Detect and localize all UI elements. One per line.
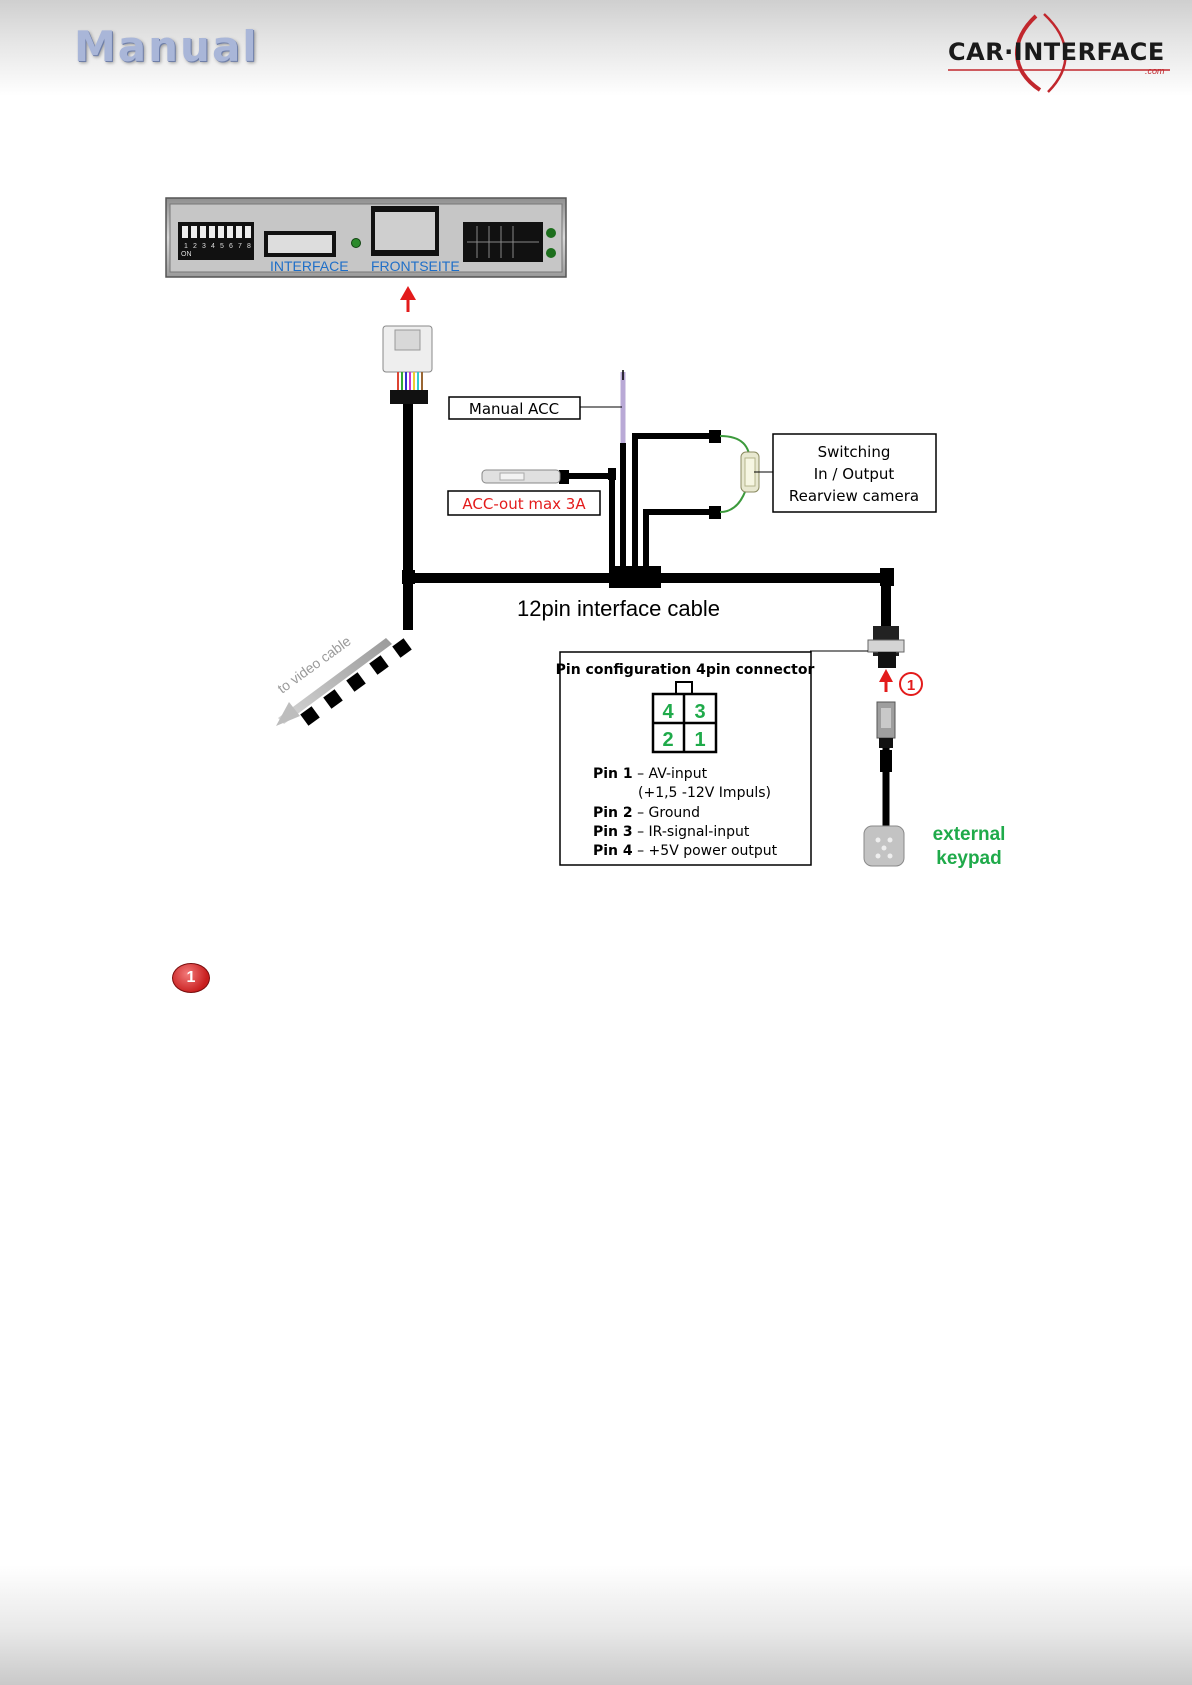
- pin-grid: 4 3 2 1: [651, 681, 718, 754]
- pin-number: 2: [662, 729, 673, 751]
- pin-row: (+1,5 -12V Impuls): [638, 785, 771, 801]
- external-label: external: [933, 824, 1006, 845]
- cable-label: 12pin interface cable: [517, 596, 720, 621]
- pin-desc: – +5V power output: [633, 843, 778, 859]
- logo-text: CAR·INTERFACE: [948, 38, 1165, 66]
- status-led: [351, 238, 361, 248]
- marker-number: 1: [907, 677, 915, 694]
- pin-name: Pin 1: [593, 766, 633, 782]
- footer-band: [0, 1565, 1192, 1685]
- interface-caption: INTERFACE: [270, 258, 349, 274]
- arrow-up-icon: [879, 669, 893, 692]
- logo-suffix: .com: [1145, 66, 1165, 76]
- pin-name: Pin 2: [593, 805, 633, 821]
- pin-number: 1: [694, 729, 705, 751]
- dip-number: 4: [211, 243, 215, 250]
- to-video-label: to video cable: [274, 633, 353, 697]
- keypad-icon: [863, 825, 905, 867]
- 4pin-connector: [867, 626, 905, 668]
- to-video-cable: to video cable: [274, 633, 412, 726]
- pin-name: Pin 4: [593, 843, 633, 859]
- pin-row: Pin 3 – IR-signal-input: [593, 824, 750, 840]
- pin-name: Pin 3: [593, 824, 633, 840]
- dip-number: 5: [220, 243, 224, 250]
- frontseite-caption: FRONTSEITE: [371, 258, 460, 274]
- dip-number: 1: [184, 243, 188, 250]
- logo-swoosh-icon: [948, 13, 1170, 93]
- switching-label-3: Rearview camera: [789, 487, 919, 505]
- page-title: Manual: [74, 22, 259, 71]
- dip-number: 3: [202, 243, 206, 250]
- interface-box: ON 2 3 4 5 6 7 8 1 INTERFACE FRONTSEITE: [165, 197, 567, 278]
- footnote-badge: 1: [172, 963, 210, 993]
- keypad-cable: [876, 701, 896, 832]
- 12pin-plug: [382, 325, 433, 404]
- keypad-label: keypad: [936, 848, 1001, 869]
- pin-number: 3: [694, 701, 705, 723]
- dip-switch: ON 2 3 4 5 6 7 8 1: [178, 222, 254, 260]
- acc-out-terminal: [481, 469, 561, 484]
- pin-desc: (+1,5 -12V Impuls): [638, 785, 771, 801]
- brand-logo: CAR·INTERFACE .com: [940, 10, 1175, 95]
- pin-config-title: Pin configuration 4pin connector: [556, 662, 815, 678]
- pin-row: Pin 4 – +5V power output: [593, 843, 778, 859]
- dip-number: 6: [229, 243, 233, 250]
- pin-config-box: Pin configuration 4pin connector 4 3 2 1…: [556, 651, 815, 866]
- switching-label-2: In / Output: [814, 465, 895, 483]
- switching-label-1: Switching: [818, 443, 891, 461]
- acc-out-callout: ACC-out max 3A: [447, 490, 601, 516]
- pin-row: Pin 2 – Ground: [593, 805, 700, 821]
- manual-acc-label: Manual ACC: [469, 400, 559, 418]
- switching-callout: Switching In / Output Rearview camera: [772, 433, 937, 513]
- pin-desc: – IR-signal-input: [633, 824, 750, 840]
- dip-number: 2: [193, 243, 197, 250]
- manual-acc-callout: Manual ACC: [448, 396, 581, 420]
- pin-number: 4: [662, 701, 674, 723]
- pin-row: Pin 1 – AV-input: [593, 766, 708, 782]
- dip-label: ON: [181, 251, 192, 258]
- dip-number: 8: [247, 243, 251, 250]
- dip-number: 7: [238, 243, 242, 250]
- marker-badge: 1: [899, 672, 923, 696]
- switching-wire: [719, 435, 760, 513]
- pin-desc: – AV-input: [633, 766, 708, 782]
- acc-out-label: ACC-out max 3A: [462, 495, 586, 513]
- arrow-up-icon: [400, 286, 416, 312]
- pin-desc: – Ground: [633, 805, 700, 821]
- header-band: [0, 0, 1192, 96]
